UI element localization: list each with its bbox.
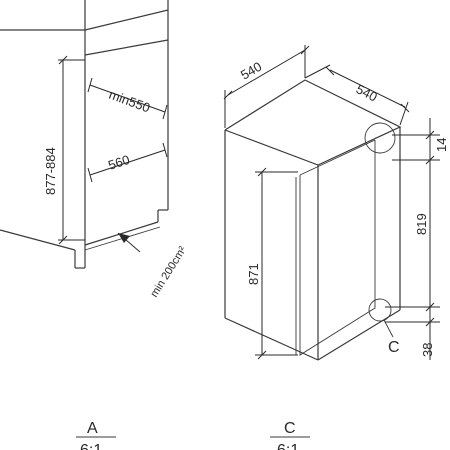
appliance-drawing	[223, 45, 440, 361]
detail-a-scale: 6:1	[80, 442, 102, 450]
appliance-height-label: 871	[246, 263, 261, 285]
detail-c-letter: C	[284, 420, 296, 437]
detail-c-marker: C	[388, 339, 400, 356]
ventilation-label: min 200cm²	[148, 244, 189, 299]
appliance-depth-label: 540	[238, 59, 264, 83]
detail-a-letter: A	[87, 420, 98, 437]
detail-c: C 6:1	[270, 420, 310, 450]
appliance-width-label: 540	[354, 81, 380, 104]
niche-drawing	[0, 0, 169, 269]
niche-height-label: 877-884	[43, 147, 58, 195]
niche-depth-label: 560	[106, 152, 131, 173]
bottom-offset-label: 38	[420, 343, 435, 357]
niche-width-label: min550	[107, 87, 152, 116]
detail-a: A 6:1	[76, 420, 116, 450]
detail-c-scale: 6:1	[277, 442, 299, 450]
door-gap-label: 14	[434, 138, 449, 152]
hinge-span-label: 819	[414, 213, 429, 235]
